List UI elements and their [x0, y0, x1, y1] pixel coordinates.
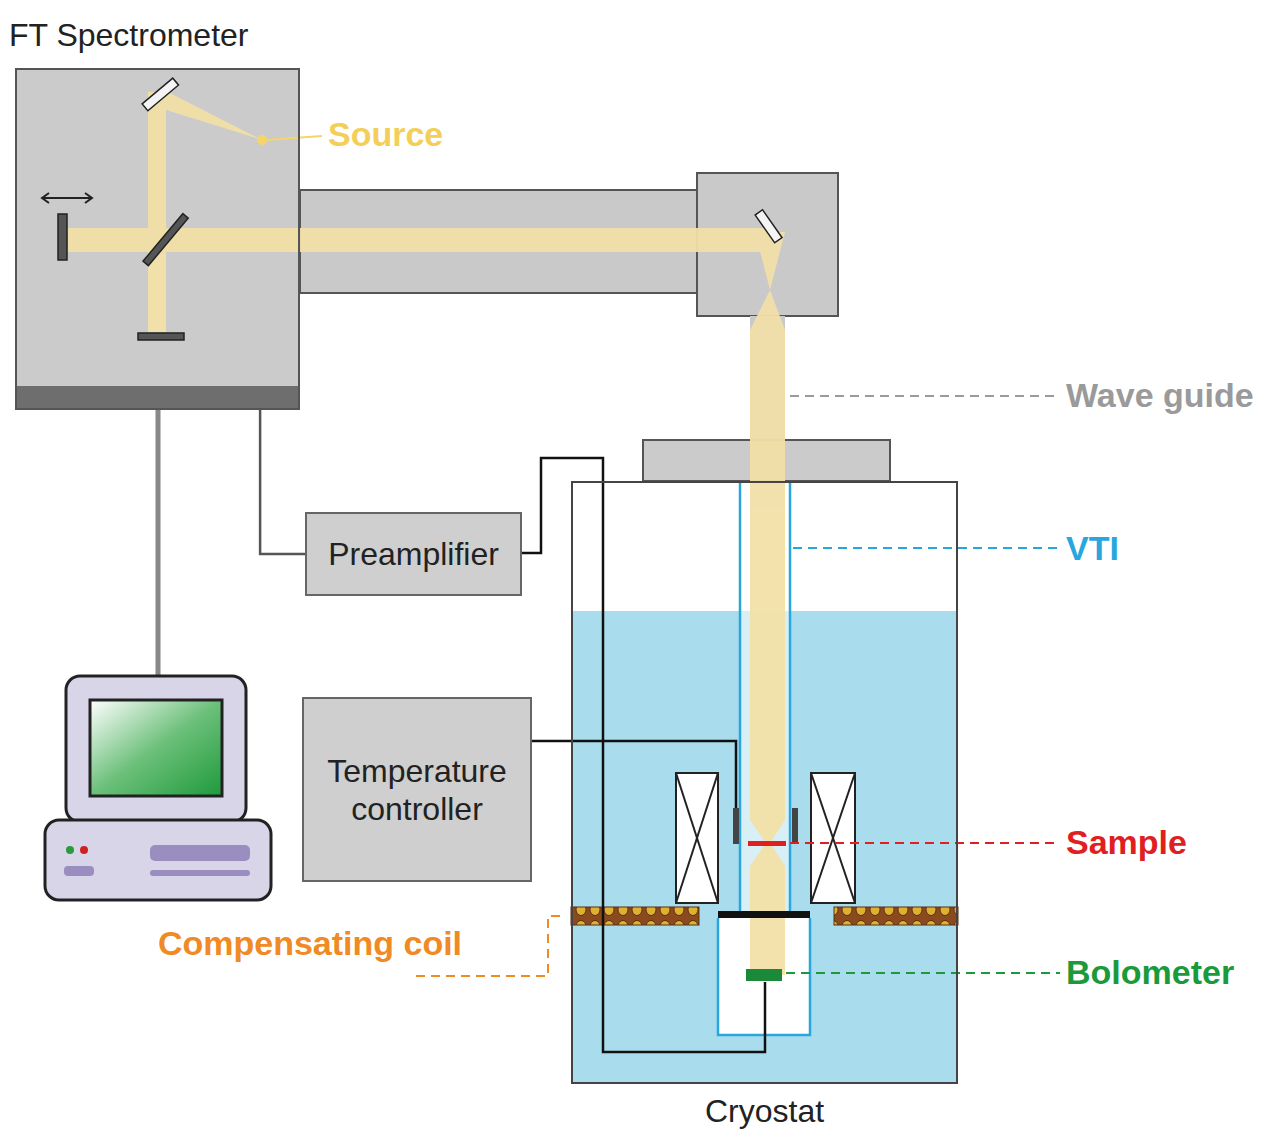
leader-line: [790, 395, 1060, 397]
callout-label: Compensating coil: [150, 922, 470, 964]
magnet-coil: [811, 773, 855, 903]
temperature-sensor: [733, 808, 798, 844]
magnet-coil: [676, 773, 718, 903]
leader-line: [790, 842, 1060, 844]
callout-label: Wave guide: [1066, 375, 1254, 415]
node-label: Cryostat: [573, 1092, 956, 1130]
mirror-motion-arrow: [42, 193, 92, 203]
cryostat-box: Cryostat: [571, 481, 958, 1084]
computer: [90, 700, 222, 796]
callout-label: VTI: [1066, 528, 1119, 568]
mirror: [143, 214, 188, 266]
node-label: FT Spectrometer: [9, 16, 248, 54]
bolometer: [746, 969, 782, 981]
computer: [150, 870, 250, 876]
magnet-coil: [676, 773, 718, 903]
beam: [750, 330, 785, 975]
beam: [148, 92, 166, 332]
cold-plate: [718, 911, 810, 918]
magnet-coil: [811, 773, 855, 903]
callout-label: Source: [328, 114, 443, 154]
leader-line: [786, 972, 1060, 974]
sample: [748, 841, 786, 846]
mirror: [58, 214, 67, 260]
callout-label: Sample: [1066, 822, 1187, 862]
node-label: Temperature controller: [316, 752, 518, 828]
magnet-coil: [811, 773, 855, 903]
temperature-sensor: [733, 808, 739, 844]
mirror-motion-arrow: [42, 197, 92, 199]
vti: [789, 483, 792, 913]
mirror: [755, 210, 782, 243]
compensating-coil: [834, 907, 958, 925]
computer: [80, 846, 88, 854]
callout-label: Bolometer: [1066, 952, 1234, 992]
mirror-motion-arrow: [85, 193, 92, 203]
mirror-motion-arrow: [42, 193, 49, 203]
beam: [160, 88, 262, 140]
mirror: [138, 333, 184, 340]
leader-line: [266, 136, 1060, 976]
leader-line: [266, 136, 322, 140]
signal-wire: [260, 410, 305, 554]
computer: [156, 410, 161, 676]
magnet-coil: [676, 773, 718, 903]
node-label: Preamplifier: [328, 535, 499, 573]
spectrometer-box: FT Spectrometer: [15, 68, 300, 410]
vti: [739, 483, 742, 913]
wire: [532, 741, 736, 808]
computer: [45, 820, 271, 900]
mirror: [58, 78, 782, 340]
magnet-coil: [676, 773, 855, 903]
beam: [755, 232, 785, 290]
mirror: [142, 78, 178, 111]
source-point: [257, 135, 267, 145]
controller-box: Temperature controller: [302, 697, 532, 882]
vti: [718, 483, 810, 1035]
compensating-coil: [571, 907, 699, 925]
leader-line: [793, 547, 1060, 549]
computer: [66, 676, 246, 822]
beam: [750, 290, 785, 330]
temperature-sensor: [792, 808, 798, 844]
beam: [68, 88, 785, 975]
wire: [522, 458, 765, 1052]
computer: [66, 846, 74, 854]
preamplifier-box: Preamplifier: [305, 512, 522, 596]
compensating-coil: [571, 907, 958, 925]
spectrometer-body: [15, 386, 300, 410]
computer: [64, 866, 94, 876]
wire: [522, 458, 765, 1052]
computer: [45, 410, 271, 900]
computer: [150, 845, 250, 861]
